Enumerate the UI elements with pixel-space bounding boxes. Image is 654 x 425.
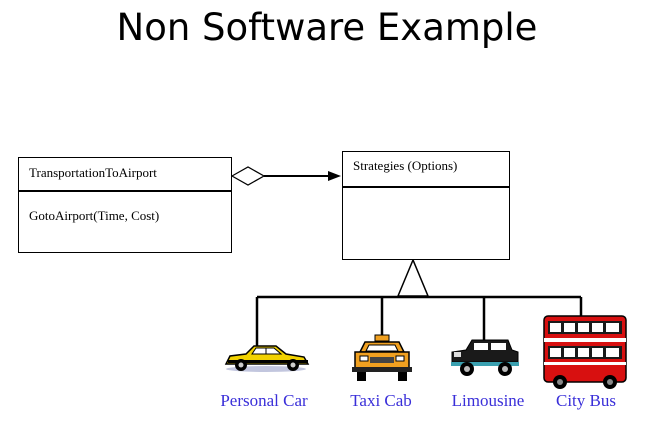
option-label-city-bus: City Bus — [556, 391, 616, 410]
slide-title: Non Software Example — [116, 6, 538, 49]
limousine-icon — [451, 339, 519, 376]
strategy-class-box: Strategies (Options) — [342, 151, 510, 260]
inheritance-triangle — [396, 258, 430, 297]
context-class-divider — [19, 190, 231, 192]
aggregation-connector — [230, 166, 341, 186]
strategy-class-name: Strategies (Options) — [353, 158, 458, 173]
context-class-box: TransportationToAirport GotoAirport(Time… — [18, 157, 232, 253]
option-label-limousine: Limousine — [451, 391, 525, 410]
taxi-icon — [352, 334, 412, 381]
context-class-method: GotoAirport(Time, Cost) — [29, 208, 160, 223]
option-label-personal-car: Personal Car — [220, 391, 308, 410]
strategy-class-divider — [343, 186, 509, 188]
aggregation-arrowhead — [328, 171, 341, 181]
bus-icon — [543, 315, 627, 389]
inheritance-tree — [255, 295, 583, 352]
car-icon — [224, 345, 310, 372]
context-class-name: TransportationToAirport — [29, 165, 157, 180]
aggregation-diamond — [230, 166, 266, 186]
option-label-taxi-cab: Taxi Cab — [350, 391, 412, 410]
